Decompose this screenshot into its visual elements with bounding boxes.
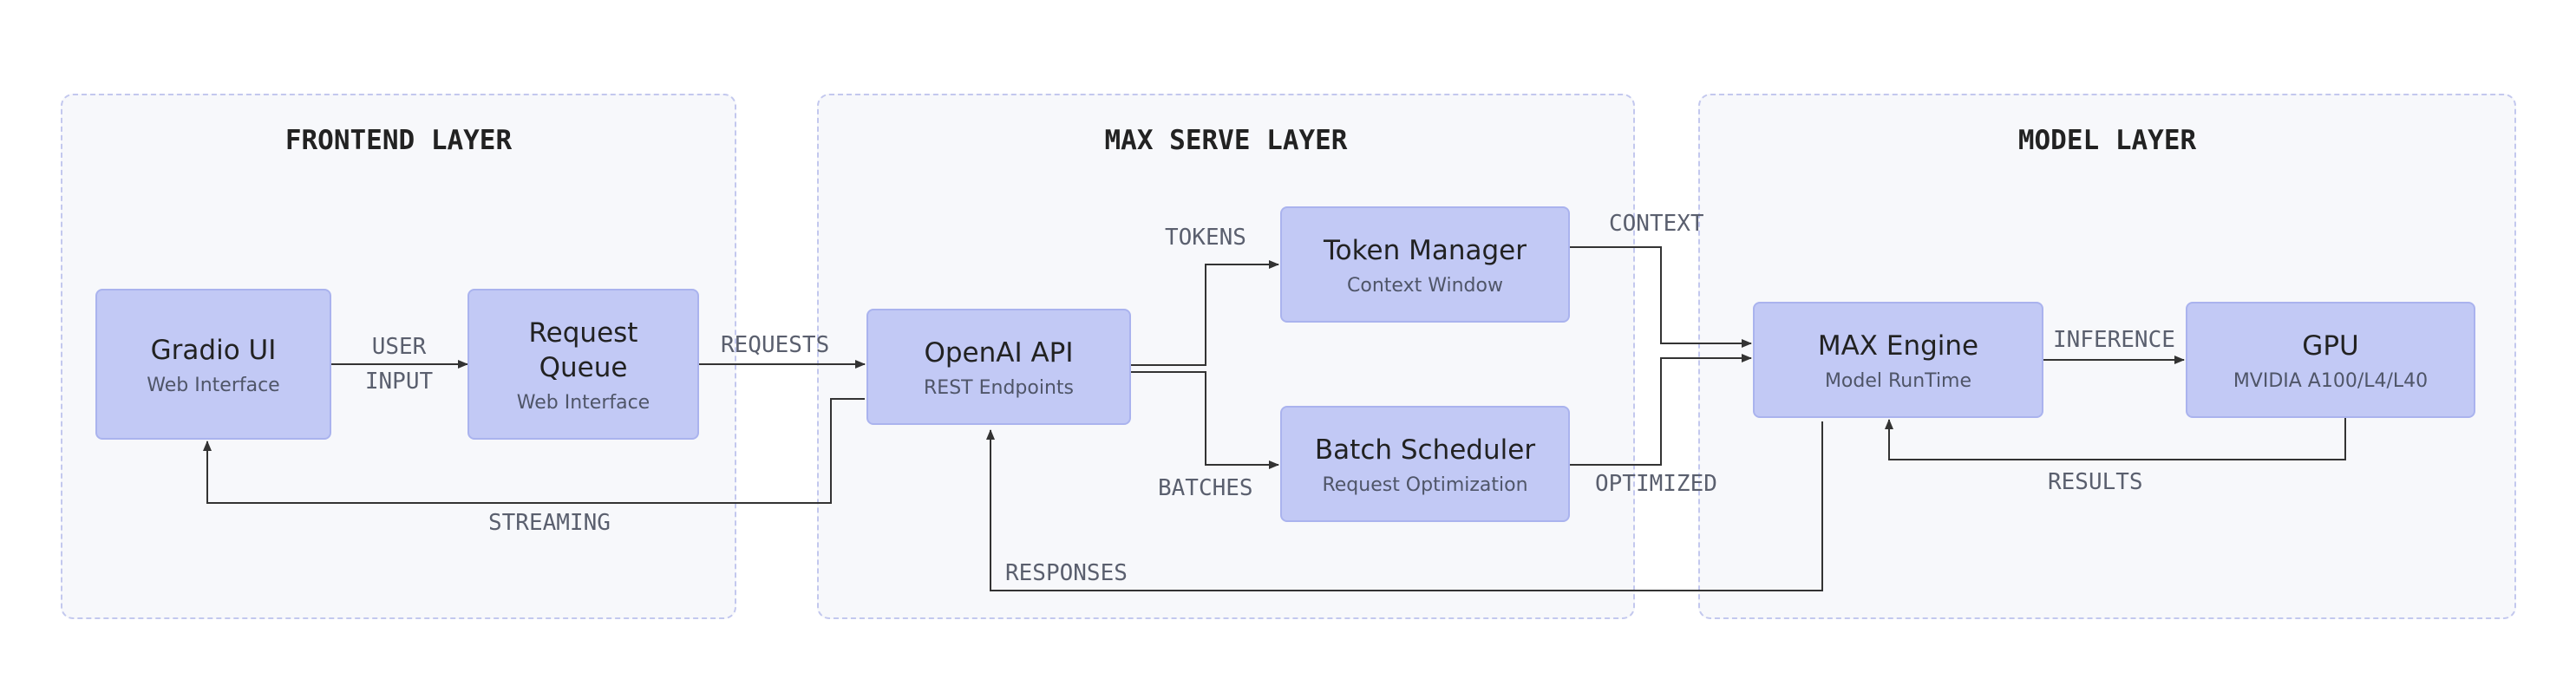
request-queue-subtitle: Web Interface [516, 391, 651, 414]
request-queue-title-line1: Request [528, 317, 638, 349]
gradio-ui-title: Gradio UI [150, 334, 277, 366]
token-manager-title: Token Manager [1324, 234, 1527, 266]
openai-api-title: OpenAI API [924, 336, 1074, 369]
edge-label-input: INPUT [364, 369, 434, 395]
edge-label-user: USER [371, 334, 427, 360]
edge-label-streaming: STREAMING [488, 510, 611, 536]
max-engine-title: MAX Engine [1817, 330, 1979, 362]
max-serve-layer-title: MAX SERVE LAYER [1104, 125, 1348, 156]
frontend-layer-title: FRONTEND LAYER [284, 125, 513, 156]
max-engine-node: MAX Engine Model RunTime [1753, 302, 2043, 418]
edge-label-tokens: TOKENS [1165, 225, 1246, 251]
gpu-node: GPU MVIDIA A100/L4/L40 [2186, 302, 2475, 418]
edge-responses [986, 421, 1823, 591]
request-queue-title-line2: Queue [539, 351, 628, 383]
batch-scheduler-subtitle: Request Optimization [1322, 473, 1528, 496]
gradio-ui-subtitle: Web Interface [147, 374, 280, 396]
gpu-subtitle: MVIDIA A100/L4/L40 [2233, 369, 2429, 392]
edge-tokens [1131, 260, 1279, 366]
edge-label-optimized: OPTIMIZED [1595, 471, 1717, 497]
edge-label-inference: INFERENCE [2053, 327, 2175, 353]
edge-results [1885, 418, 2346, 460]
gradio-ui-node: Gradio UI Web Interface [95, 289, 331, 440]
edge-label-batches: BATCHES [1158, 475, 1253, 501]
model-layer-title: MODEL LAYER [2017, 125, 2197, 156]
edge-label-context: CONTEXT [1609, 211, 1704, 237]
edge-label-requests: REQUESTS [721, 332, 830, 358]
gpu-title: GPU [2302, 330, 2359, 362]
token-manager-node: Token Manager Context Window [1280, 206, 1570, 323]
token-manager-subtitle: Context Window [1347, 274, 1503, 297]
batch-scheduler-title: Batch Scheduler [1314, 434, 1536, 466]
edge-label-results: RESULTS [2048, 469, 2143, 495]
edge-batches [1131, 371, 1279, 469]
edge-label-responses: RESPONSES [1005, 560, 1128, 586]
edge-streaming [203, 398, 865, 504]
openai-api-node: OpenAI API REST Endpoints [866, 309, 1131, 425]
edge-optimized [1570, 354, 1752, 466]
openai-api-subtitle: REST Endpoints [924, 376, 1074, 399]
max-engine-subtitle: Model RunTime [1824, 369, 1972, 392]
batch-scheduler-node: Batch Scheduler Request Optimization [1280, 406, 1570, 522]
edge-context [1570, 246, 1752, 348]
edge-label-user-input: USER INPUT [351, 330, 447, 399]
request-queue-node: Request Queue Web Interface [467, 289, 699, 440]
